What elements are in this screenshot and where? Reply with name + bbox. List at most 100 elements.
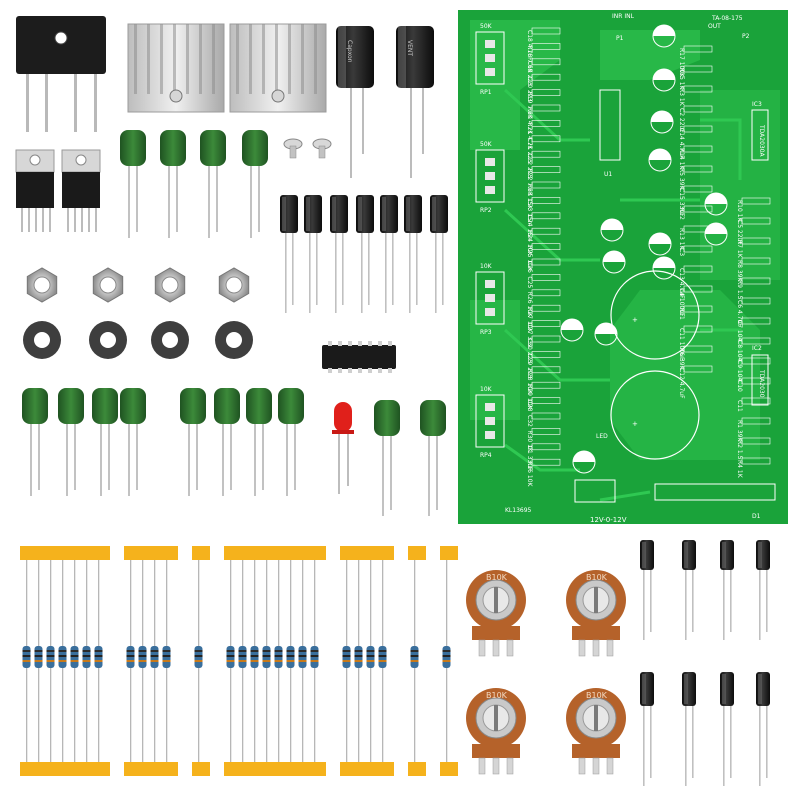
pcb-cap-footprint xyxy=(704,192,728,216)
resistor xyxy=(274,560,283,762)
resistor xyxy=(46,560,55,762)
pcb-pot-ref: RP2 xyxy=(480,207,492,214)
pcb-component-label: R18 7.6K xyxy=(526,45,533,73)
pcb-cap-footprint xyxy=(594,322,618,346)
dip-pin xyxy=(358,341,362,346)
pcb-component-label: R17 100K xyxy=(678,48,685,78)
pcb-pot-value: 50K xyxy=(480,23,493,30)
pcb-component-label: C19 223 xyxy=(526,61,533,86)
pcb-component-label: R5 39K xyxy=(678,168,685,191)
pcb-resistor-outline xyxy=(683,365,713,373)
pcb-resistor-outline xyxy=(531,304,561,312)
pcb-resistor-outline xyxy=(741,257,771,265)
u1-ref: U1 xyxy=(604,171,612,178)
film-cap-low-3 xyxy=(92,388,118,496)
pcb-resistor-outline xyxy=(531,181,561,189)
pcb-component-label: R14 1K xyxy=(678,148,685,171)
pcb-resistor-outline xyxy=(531,58,561,66)
hex-nut-2 xyxy=(92,267,124,303)
ic3-outline xyxy=(751,109,769,161)
big-cap-1: Capxon xyxy=(336,26,374,178)
elko-br-bottom-4 xyxy=(756,672,770,786)
pcb-resistor-outline xyxy=(683,265,713,273)
pcb-resistor-outline xyxy=(531,73,561,81)
dip-pin xyxy=(388,341,392,346)
pcb-pot-ref: RP4 xyxy=(480,452,492,459)
dip-pin xyxy=(378,368,382,373)
film-cap-low-2 xyxy=(58,388,84,496)
pcb-board: TA-08-175 KL13695 12V-0-12V INR INL P1 O… xyxy=(458,10,788,524)
dip-pin xyxy=(338,368,342,373)
nuts-and-washers xyxy=(23,267,253,359)
pcb-resistor-outline xyxy=(741,337,771,345)
pcb-code-bottom: KL13695 xyxy=(505,507,532,514)
resistor xyxy=(442,560,451,762)
pcb-resistor-outline xyxy=(683,125,713,133)
pcb-component-label: C26 xyxy=(526,261,533,273)
heatsink-1 xyxy=(127,23,225,113)
pcb-resistor-outline xyxy=(531,366,561,374)
resistor-tape-group-6 xyxy=(408,546,426,776)
elko-br-top-3 xyxy=(720,540,734,640)
pcb-component-label: R15 1K xyxy=(678,68,685,91)
heatsink-2 xyxy=(229,23,327,113)
pcb-component-label: R16 10K xyxy=(526,461,533,487)
small-elko-5 xyxy=(380,195,398,313)
dip-pin xyxy=(348,368,352,373)
regulator-2 xyxy=(61,149,101,232)
pcb-resistor-outline xyxy=(741,197,771,205)
pcb-cap-footprints xyxy=(560,24,728,474)
pcb-resistor-outline xyxy=(741,377,771,385)
elko-br-top-4 xyxy=(756,540,770,640)
pot-value-label: B10K xyxy=(586,573,608,582)
film-cap-mid-2 xyxy=(420,400,446,516)
big-cap-brand-alt: VENT xyxy=(406,40,413,56)
elko-br-bottom-2 xyxy=(682,672,696,786)
bridge-rectifier xyxy=(16,16,106,132)
input-label: INR INL xyxy=(612,13,635,20)
pcb-component-label: C9 104 xyxy=(736,360,743,382)
pcb-resistor-outline xyxy=(531,89,561,96)
red-led xyxy=(332,402,354,494)
p1-label: P1 xyxy=(616,35,624,42)
u1-outline xyxy=(599,89,621,161)
big-cap-2: VENT xyxy=(396,26,434,178)
pcb-component-label: R28 10K xyxy=(526,369,533,395)
resistor xyxy=(138,560,147,762)
dip-ic xyxy=(322,341,396,373)
pcb-trace xyxy=(503,328,610,382)
pcb-resistor-outline xyxy=(683,85,713,93)
dip-pin xyxy=(328,368,332,373)
resistor xyxy=(378,560,387,762)
pcb-component-label: C6 4.7uF xyxy=(736,300,743,327)
pcb-resistor-outline xyxy=(531,197,561,204)
pcb-trace xyxy=(599,490,651,502)
pcb-component-label: C25 xyxy=(526,276,533,288)
plus-mark: + xyxy=(632,420,638,428)
dip-pin xyxy=(388,368,392,373)
resistor xyxy=(94,560,103,762)
resistor xyxy=(82,560,91,762)
resistor-tape-group-4 xyxy=(224,546,326,776)
film-cap-low-5 xyxy=(180,388,206,496)
hex-nut-1 xyxy=(26,267,58,303)
pcb-component-label: C29 223 xyxy=(526,353,533,378)
film-cap-mid-1 xyxy=(374,400,400,516)
film-cap-top-4 xyxy=(242,130,268,238)
pcb-component-label: C12 4.7uF xyxy=(678,368,685,399)
pot-value-label: B10K xyxy=(486,691,508,700)
pcb-component-label: R30 1K xyxy=(526,430,533,453)
pcb-cap-footprint xyxy=(652,256,676,280)
film-cap-top-3 xyxy=(200,130,226,238)
trace-pour xyxy=(470,20,560,150)
resistor xyxy=(286,560,295,762)
pcb-resistor-outline xyxy=(683,245,713,253)
resistor-tape-group-1 xyxy=(20,546,110,776)
small-elko-2 xyxy=(304,195,322,313)
resistor xyxy=(194,560,203,762)
small-elko-3 xyxy=(330,195,348,313)
resistor-tapes xyxy=(20,546,458,776)
pcb-pot-ref: RP3 xyxy=(480,329,492,336)
